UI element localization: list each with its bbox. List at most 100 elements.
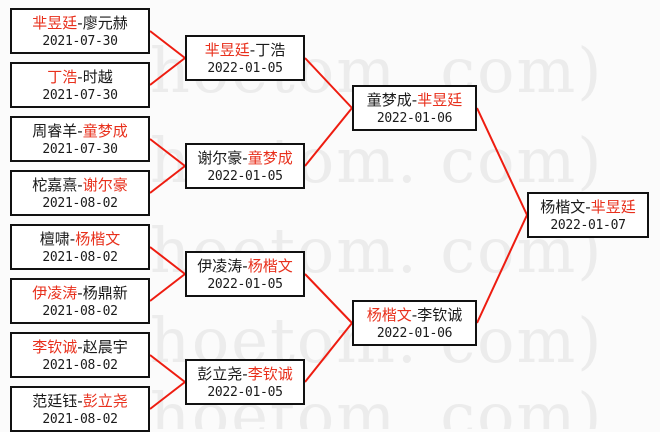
match-players: 杨楷文-芈昱廷 <box>529 197 647 217</box>
player-loser: 谢尔豪 <box>197 149 243 167</box>
match-players: 彭立尧-李钦诚 <box>187 364 303 384</box>
vs-separator: - <box>411 91 418 109</box>
connector-line <box>149 381 186 410</box>
player-winner: 丁浩 <box>47 68 78 86</box>
player-loser: 廖元赫 <box>82 14 128 32</box>
connector-line <box>149 246 186 275</box>
player-winner: 芈昱廷 <box>32 14 78 32</box>
match-date: 2022-01-06 <box>376 326 453 341</box>
player-loser: 范廷钰 <box>32 392 78 410</box>
player-loser: 伊凌涛 <box>197 257 243 275</box>
player-loser: 杨楷文 <box>540 198 586 216</box>
player-loser: 柁嘉熹 <box>32 176 78 194</box>
player-winner: 李钦诚 <box>32 338 78 356</box>
match-players: 丁浩-时越 <box>12 67 148 87</box>
connector-line <box>476 214 528 324</box>
player-winner: 童梦成 <box>247 149 293 167</box>
vs-separator: - <box>77 14 83 32</box>
vs-separator: - <box>77 176 83 194</box>
player-loser: 周睿羊 <box>32 122 78 140</box>
match-players: 芈昱廷-廖元赫 <box>12 13 148 33</box>
match-players: 柁嘉熹-谢尔豪 <box>12 175 148 195</box>
match-date: 2021-07-30 <box>42 142 118 157</box>
match-date: 2021-08-02 <box>42 412 118 427</box>
match-players: 李钦诚-赵晨宇 <box>12 337 148 357</box>
connector-line <box>476 107 528 216</box>
connector-line <box>304 107 353 167</box>
match-box[interactable]: 伊凌涛-杨楷文 2022-01-05 <box>185 251 305 297</box>
match-players: 范廷钰-彭立尧 <box>12 391 148 411</box>
player-loser: 童梦成 <box>366 91 412 109</box>
player-winner: 李钦诚 <box>247 365 293 383</box>
connector-line <box>149 30 186 59</box>
connector-line <box>149 57 186 86</box>
vs-separator: - <box>411 306 418 324</box>
player-loser: 檀啸 <box>39 230 70 248</box>
player-winner: 伊凌涛 <box>32 284 78 302</box>
vs-separator: - <box>77 122 83 140</box>
match-players: 周睿羊-童梦成 <box>12 121 148 141</box>
match-players: 伊凌涛-杨鼎新 <box>12 283 148 303</box>
player-winner: 杨楷文 <box>247 257 293 275</box>
player-loser: 丁浩 <box>255 41 286 59</box>
match-players: 檀啸-杨楷文 <box>12 229 148 249</box>
match-players: 杨楷文-李钦诚 <box>354 305 475 325</box>
player-winner: 杨楷文 <box>75 230 121 248</box>
player-loser: 赵晨宇 <box>82 338 128 356</box>
vs-separator: - <box>242 365 248 383</box>
connector-line <box>304 322 353 383</box>
player-winner: 芈昱廷 <box>417 91 463 109</box>
match-players: 芈昱廷-丁浩 <box>187 40 303 60</box>
vs-separator: - <box>242 149 248 167</box>
vs-separator: - <box>242 257 248 275</box>
player-winner: 芈昱廷 <box>590 198 636 216</box>
player-winner: 彭立尧 <box>82 392 128 410</box>
match-date: 2022-01-05 <box>207 277 283 292</box>
connector-line <box>149 165 186 194</box>
vs-separator: - <box>77 284 83 302</box>
match-date: 2021-08-02 <box>42 196 118 211</box>
player-loser: 时越 <box>82 68 113 86</box>
connector-line <box>304 273 353 324</box>
match-date: 2021-07-30 <box>42 34 118 49</box>
player-winner: 谢尔豪 <box>82 176 128 194</box>
player-loser: 李钦诚 <box>417 306 463 324</box>
match-date: 2022-01-05 <box>207 385 283 400</box>
match-players: 童梦成-芈昱廷 <box>354 90 475 110</box>
match-date: 2021-08-02 <box>42 250 118 265</box>
player-loser: 彭立尧 <box>197 365 243 383</box>
vs-separator: - <box>77 338 83 356</box>
connector-line <box>149 354 186 383</box>
connector-line <box>149 138 186 167</box>
match-players: 谢尔豪-童梦成 <box>187 148 303 168</box>
match-date: 2021-08-02 <box>42 358 118 373</box>
player-winner: 芈昱廷 <box>204 41 250 59</box>
vs-separator: - <box>77 392 83 410</box>
connector-line <box>149 273 186 302</box>
player-winner: 杨楷文 <box>366 306 412 324</box>
match-date: 2022-01-05 <box>207 169 283 184</box>
vs-separator: - <box>77 68 83 86</box>
match-date: 2021-08-02 <box>42 304 118 319</box>
match-date: 2022-01-05 <box>207 61 283 76</box>
player-winner: 童梦成 <box>82 122 128 140</box>
player-loser: 杨鼎新 <box>82 284 128 302</box>
match-date: 2021-07-30 <box>42 88 118 103</box>
vs-separator: - <box>69 230 76 248</box>
match-date: 2022-01-06 <box>376 111 453 126</box>
